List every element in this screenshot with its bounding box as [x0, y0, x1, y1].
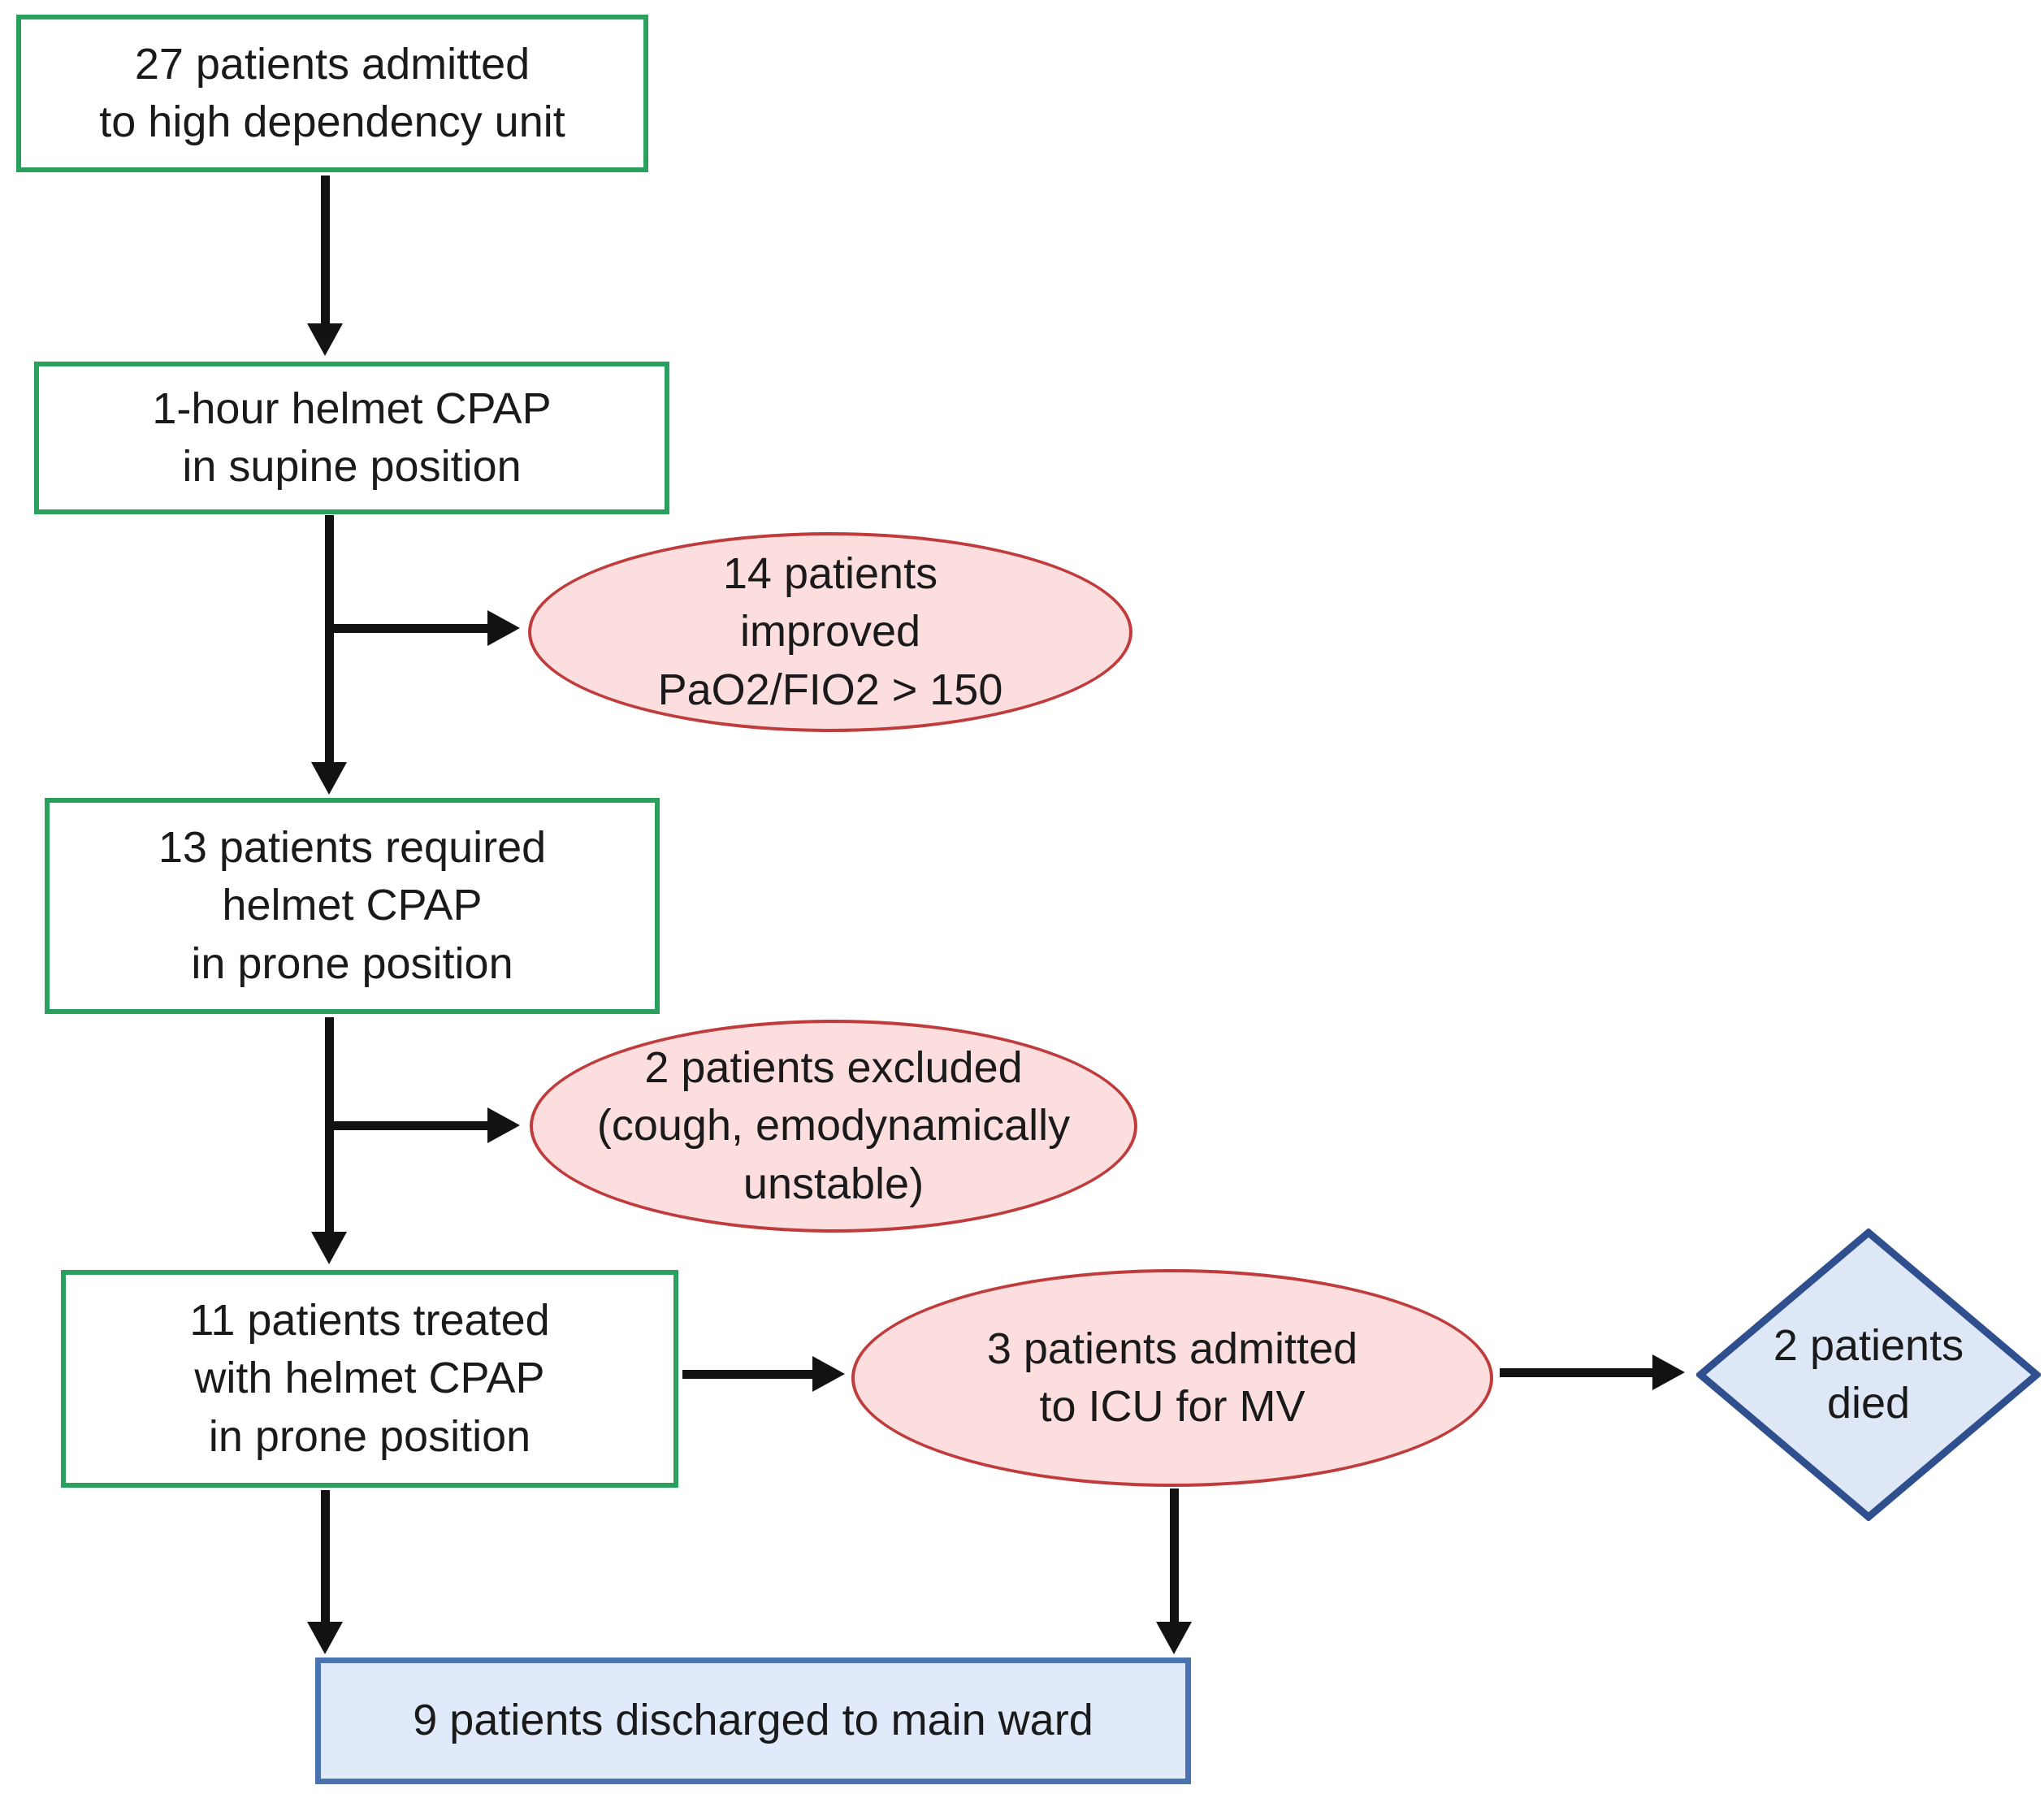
- arrow-admitted-to-supine: [321, 176, 330, 325]
- node-excluded-label: 2 patients excluded (cough, emodynamical…: [596, 1043, 1071, 1208]
- arrow-supine-to-required: [325, 515, 334, 764]
- arrow-icu-to-discharged-head: [1156, 1622, 1192, 1654]
- node-admitted-hdu: 27 patients admitted to high dependency …: [16, 15, 648, 172]
- arrow-required-to-treated-head: [311, 1232, 347, 1264]
- arrow-branch-to-improved-head: [487, 610, 520, 646]
- arrow-admitted-to-supine-head: [307, 323, 343, 356]
- arrow-treated-to-icu: [682, 1370, 814, 1379]
- node-icu-mv-label: 3 patients admitted to ICU for MV: [986, 1324, 1358, 1431]
- arrow-required-to-treated: [325, 1017, 334, 1233]
- arrow-branch-to-excluded: [330, 1121, 489, 1130]
- arrow-icu-to-died: [1500, 1368, 1654, 1377]
- node-died-diamond: 2 patients died: [1696, 1228, 2041, 1521]
- node-discharged-ward: 9 patients discharged to main ward: [315, 1658, 1191, 1784]
- node-required-cpap-prone: 13 patients required helmet CPAP in pron…: [45, 798, 660, 1014]
- node-discharged-label: 9 patients discharged to main ward: [413, 1696, 1093, 1745]
- diamond-shape: [1696, 1228, 2041, 1521]
- arrow-branch-to-excluded-head: [487, 1107, 520, 1143]
- node-helmet-cpap-supine: 1-hour helmet CPAP in supine position: [34, 362, 669, 514]
- node-died-label: 2 patients died: [1773, 1320, 1964, 1428]
- arrow-treated-to-discharged-head: [307, 1622, 343, 1654]
- node-required-cpap-prone-label: 13 patients required helmet CPAP in pron…: [158, 823, 547, 988]
- node-improved-ellipse: 14 patients improved PaO2/FIO2 > 150: [528, 532, 1132, 732]
- node-helmet-cpap-supine-label: 1-hour helmet CPAP in supine position: [152, 384, 552, 491]
- arrow-supine-to-required-head: [311, 762, 347, 795]
- node-excluded-ellipse: 2 patients excluded (cough, emodynamical…: [530, 1020, 1137, 1233]
- arrow-treated-to-discharged: [321, 1490, 330, 1623]
- arrow-branch-to-improved: [330, 624, 489, 633]
- arrow-icu-to-discharged: [1170, 1488, 1179, 1623]
- node-admitted-hdu-label: 27 patients admitted to high dependency …: [99, 39, 565, 146]
- node-improved-label: 14 patients improved PaO2/FIO2 > 150: [657, 549, 1003, 714]
- arrow-icu-to-died-head: [1652, 1354, 1685, 1390]
- node-treated-cpap-prone: 11 patients treated with helmet CPAP in …: [61, 1270, 678, 1488]
- node-icu-mv-ellipse: 3 patients admitted to ICU for MV: [851, 1269, 1493, 1487]
- node-treated-cpap-prone-label: 11 patients treated with helmet CPAP in …: [189, 1296, 550, 1461]
- arrow-treated-to-icu-head: [812, 1356, 845, 1392]
